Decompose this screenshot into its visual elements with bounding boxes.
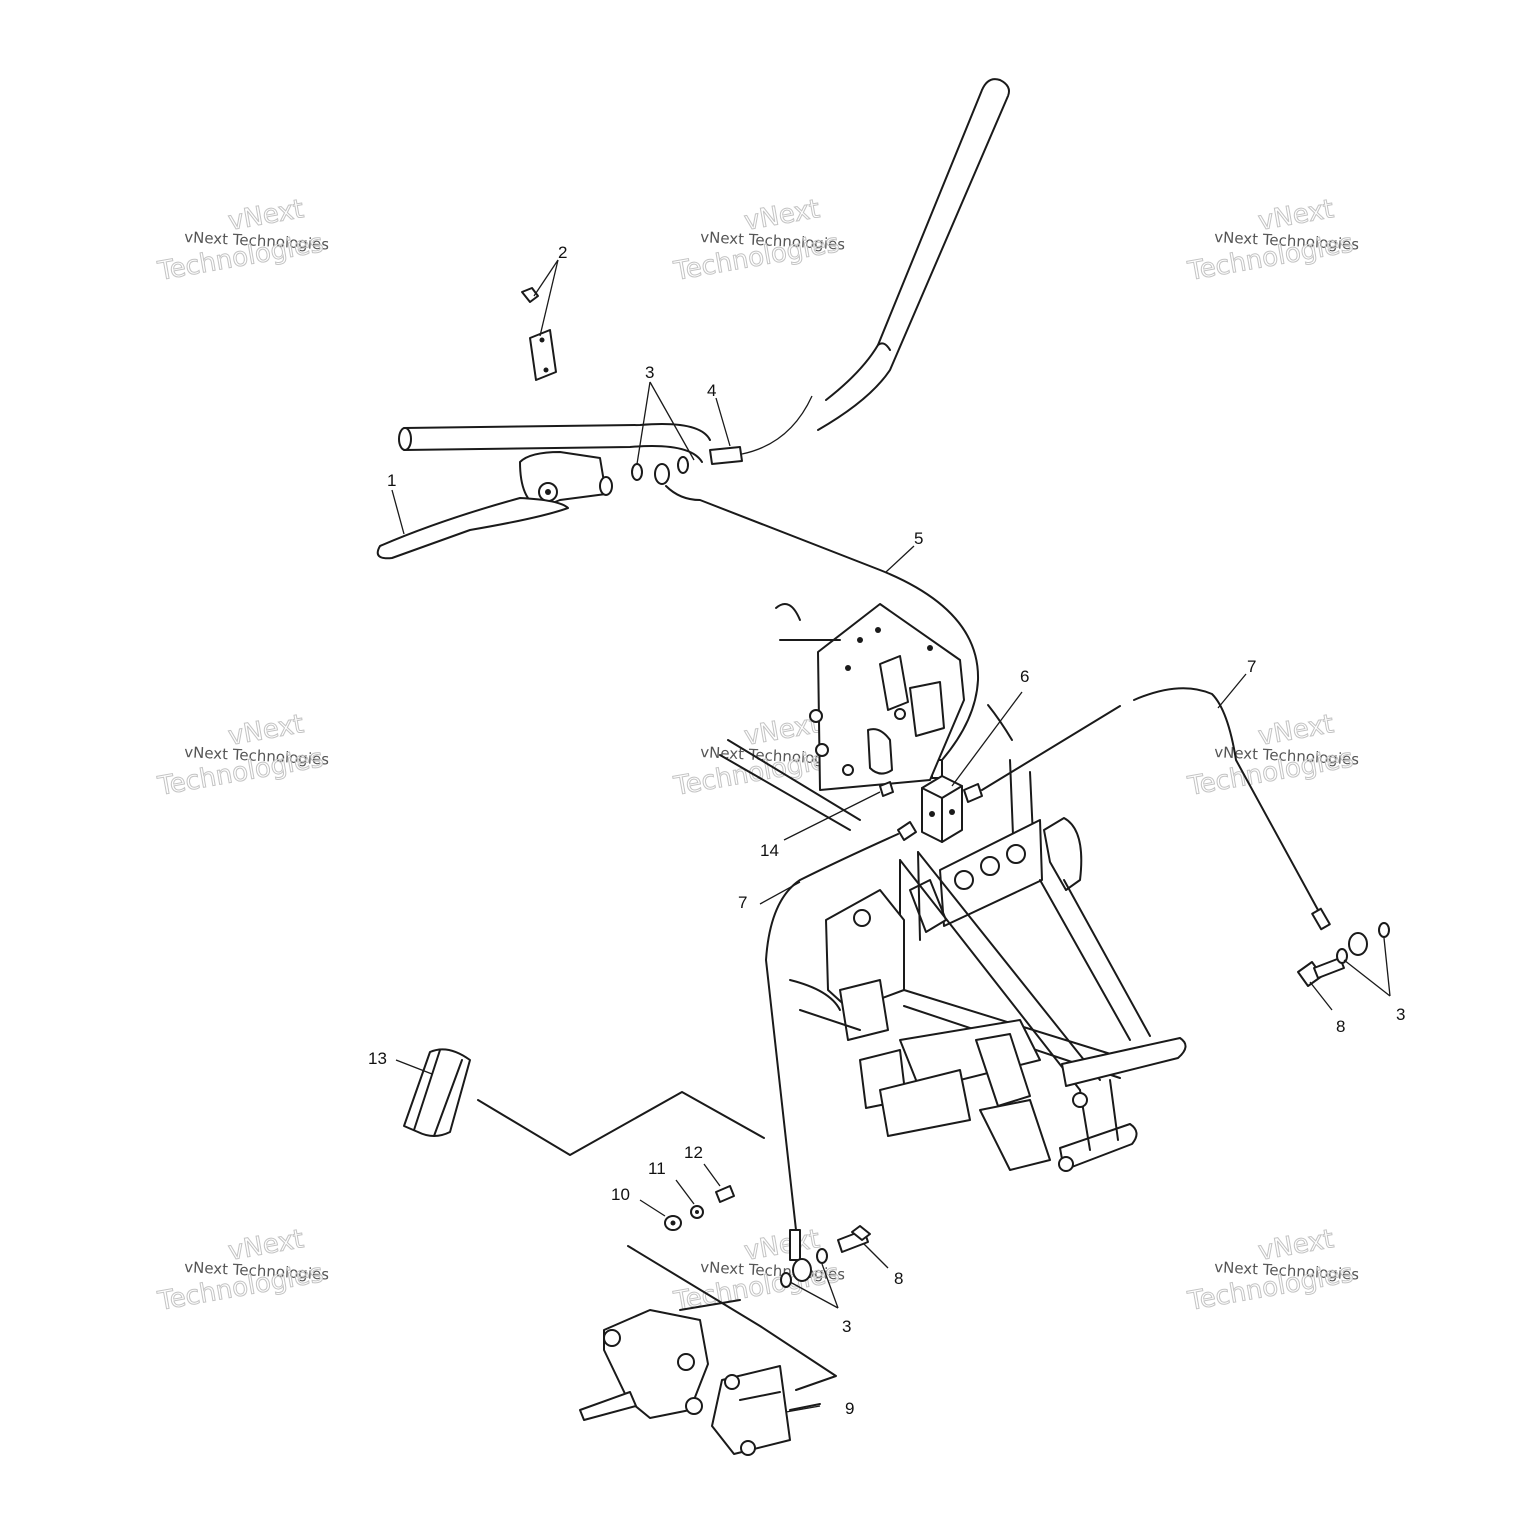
callout-10: 10 <box>611 1185 630 1204</box>
watermark: vNext vNext Technologies Technologies <box>155 194 330 288</box>
brake-distribution-block <box>879 775 963 843</box>
spindle-knuckle <box>579 1309 709 1421</box>
brake-line-left <box>765 821 917 1282</box>
watermark: vNext vNext Technologies Technologies <box>671 1224 846 1318</box>
frame-front-plate <box>719 603 1013 831</box>
leader-lines <box>391 259 1391 1413</box>
master-cylinder <box>376 451 613 560</box>
callout-7-left: 7 <box>738 893 747 912</box>
watermark: vNext vNext Technologies Technologies <box>155 709 330 803</box>
callout-1: 1 <box>387 471 396 490</box>
watermark: vNext vNext Technologies Technologies <box>1185 1224 1360 1318</box>
callout-12: 12 <box>684 1143 703 1162</box>
brake-light-switch <box>709 395 813 465</box>
handlebar <box>398 78 1010 463</box>
callout-14: 14 <box>760 841 779 860</box>
callout-7-right: 7 <box>1247 657 1256 676</box>
callout-3-lower: 3 <box>842 1317 851 1336</box>
frame-main <box>789 759 1187 1172</box>
right-banjo-bolt <box>1297 922 1390 987</box>
callout-3-right: 3 <box>1396 1005 1405 1024</box>
brake-caliper <box>711 1365 821 1456</box>
lower-banjo-bolt <box>780 1225 871 1288</box>
spacer-tube <box>403 1048 765 1156</box>
callout-labels: 1 2 3 4 5 6 7 14 7 8 3 13 12 11 10 8 3 9 <box>368 243 1405 1418</box>
callout-3-washers: 3 <box>645 363 654 382</box>
callout-4: 4 <box>707 381 716 400</box>
watermark: vNext vNext Technologies Technologies <box>671 194 846 288</box>
callout-13: 13 <box>368 1049 387 1068</box>
callout-5: 5 <box>914 529 923 548</box>
callout-8-lower: 8 <box>894 1269 903 1288</box>
brake-line-right <box>963 687 1368 956</box>
callout-11: 11 <box>648 1159 666 1178</box>
watermark-group: vNext vNext Technologies Technologies vN… <box>155 194 1360 1318</box>
callout-8-right: 8 <box>1336 1017 1345 1036</box>
watermark: vNext vNext Technologies Technologies <box>1185 194 1360 288</box>
callout-6: 6 <box>1020 667 1029 686</box>
watermark: vNext vNext Technologies Technologies <box>155 1224 330 1318</box>
callout-2: 2 <box>558 243 567 262</box>
watermark: vNext vNext Technologies Technologies <box>1185 709 1360 803</box>
callout-9: 9 <box>845 1399 854 1418</box>
handlebar-clamp <box>521 287 557 381</box>
caliper-fasteners <box>627 1185 837 1391</box>
